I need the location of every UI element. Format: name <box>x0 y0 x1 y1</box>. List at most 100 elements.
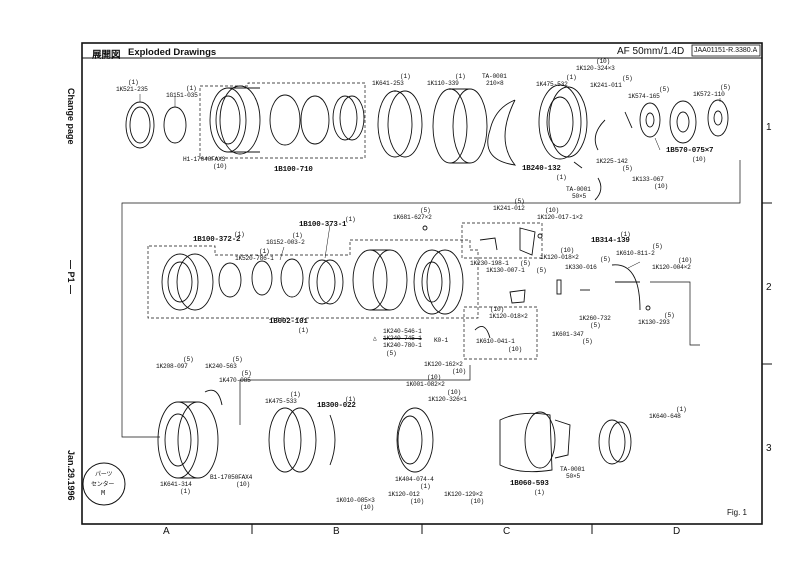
part-number: 1K574-165 <box>628 93 660 100</box>
part-number: K0-1 <box>434 337 449 344</box>
row-label-2: 2 <box>766 282 772 293</box>
part-qty: (10) <box>360 504 375 511</box>
part-number: 1B100-373-1 <box>299 221 347 229</box>
part-number: 1K520-786-1 <box>235 255 274 262</box>
part-number: 1K240-745-1 <box>383 335 422 342</box>
part-number: 1B300-022 <box>317 402 356 410</box>
part-qty: (10) <box>545 207 560 214</box>
part-size: 210×8 <box>486 80 504 87</box>
part-qty: (1) <box>420 483 431 490</box>
part-qty: (10) <box>508 346 523 353</box>
column-label-b: B <box>333 526 340 537</box>
part-number: 1K240-546-1 <box>383 328 422 335</box>
part-qty: (1) <box>534 489 545 496</box>
part-qty: (10) <box>560 247 575 254</box>
part-qty: (5) <box>720 84 731 91</box>
document-code: JAA01151-R.3380.A <box>694 47 758 54</box>
stamp-line2: センター <box>91 481 115 488</box>
part-size: 50×5 <box>572 193 587 200</box>
part-qty: (1) <box>345 216 356 223</box>
part-qty: (5) <box>622 165 633 172</box>
part-qty: (1) <box>292 232 303 239</box>
part-number: 1K001-082×2 <box>406 381 445 388</box>
part-number: 1K120-162×2 <box>424 361 463 368</box>
part-number: 1K133-067 <box>632 176 664 183</box>
part-qty: (1) <box>290 391 301 398</box>
column-label-c: C <box>503 526 511 537</box>
code-box <box>691 44 761 57</box>
part-qty: (1) <box>345 396 356 403</box>
part-number: 1K120-129×2 <box>444 491 483 498</box>
part-qty: (5) <box>536 267 547 274</box>
part-number: 1K470-085 <box>219 377 251 384</box>
part-qty: (10) <box>452 368 467 375</box>
part-number: 1G152-003-2 <box>266 239 305 246</box>
part-qty: (10) <box>654 183 669 190</box>
part-number: 1K601-347 <box>552 331 584 338</box>
part-number: TA-0001 <box>566 186 591 193</box>
part-qty: (10) <box>427 374 442 381</box>
part-qty: (5) <box>664 312 675 319</box>
figure-label: Fig. 1 <box>727 508 748 517</box>
part-number: TA-0001 <box>560 466 585 473</box>
part-number: 1K641-314 <box>160 481 192 488</box>
part-number: H1-17040FAX3 <box>183 156 226 163</box>
part-qty: (5) <box>420 207 431 214</box>
part-qty: (1) <box>676 406 687 413</box>
page-number: — P1 — <box>66 260 76 295</box>
part-qty: (10) <box>213 163 228 170</box>
part-number: 1K010-085×3 <box>336 497 375 504</box>
title-jp: 展開図 <box>92 50 121 61</box>
part-number: 1B060-593 <box>510 480 549 488</box>
part-number: 1K640-648 <box>649 413 681 420</box>
part-qty: (1) <box>259 248 270 255</box>
stamp-line3: M <box>101 490 106 498</box>
part-qty: (10) <box>692 156 707 163</box>
part-number: 1K120-326×1 <box>428 396 467 403</box>
part-number: 1K120-018×2 <box>489 313 528 320</box>
part-number: 1K404-074-4 <box>395 476 434 483</box>
part-qty: (5) <box>520 260 531 267</box>
part-number: 1K330-016 <box>565 264 597 271</box>
part-number: 1K120-324×3 <box>576 65 615 72</box>
revision-date: Jan.29.1996 <box>66 450 76 501</box>
part-number: B1-17050FAX4 <box>210 474 253 481</box>
change-page-label: Change page <box>66 88 76 145</box>
part-number: 1K521-235 <box>116 86 148 93</box>
part-qty: (10) <box>447 389 462 396</box>
part-qty: (1) <box>556 174 567 181</box>
part-number: 1K572-110 <box>693 91 725 98</box>
part-qty: (1) <box>234 231 245 238</box>
part-qty: (10) <box>596 58 611 65</box>
part-qty: (5) <box>386 350 397 357</box>
part-qty: (1) <box>298 327 309 334</box>
stamp-line1: パーツ <box>95 471 113 478</box>
part-qty: (1) <box>180 488 191 495</box>
part-number: 1K130-007-1 <box>486 267 525 274</box>
part-number: 1K110-339 <box>427 80 459 87</box>
part-number: 1K241-011 <box>590 82 622 89</box>
part-qty: (1) <box>186 85 197 92</box>
part-qty: (10) <box>490 306 505 313</box>
row-label-3: 3 <box>766 443 772 454</box>
part-qty: (1) <box>128 79 139 86</box>
model-name: AF 50mm/1.4D <box>617 46 685 57</box>
part-number: 1B314-139 <box>591 237 630 245</box>
part-qty: (10) <box>470 498 485 505</box>
row-label-1: 1 <box>766 122 772 133</box>
part-qty: (5) <box>652 243 663 250</box>
part-qty: (5) <box>514 198 525 205</box>
part-number: 1K610-041-1 <box>476 338 515 345</box>
part-qty: (10) <box>410 498 425 505</box>
part-qty: (5) <box>582 338 593 345</box>
part-qty: (5) <box>622 75 633 82</box>
part-qty: (5) <box>590 322 601 329</box>
assembly-number: 1B100-710 <box>274 166 313 174</box>
column-label-d: D <box>673 526 681 537</box>
part-number: 1K130-293 <box>638 319 670 326</box>
part-qty: (5) <box>659 86 670 93</box>
part-qty: (1) <box>400 73 411 80</box>
part-number: 1K225-142 <box>596 158 628 165</box>
warning-triangle: △ <box>373 335 377 342</box>
